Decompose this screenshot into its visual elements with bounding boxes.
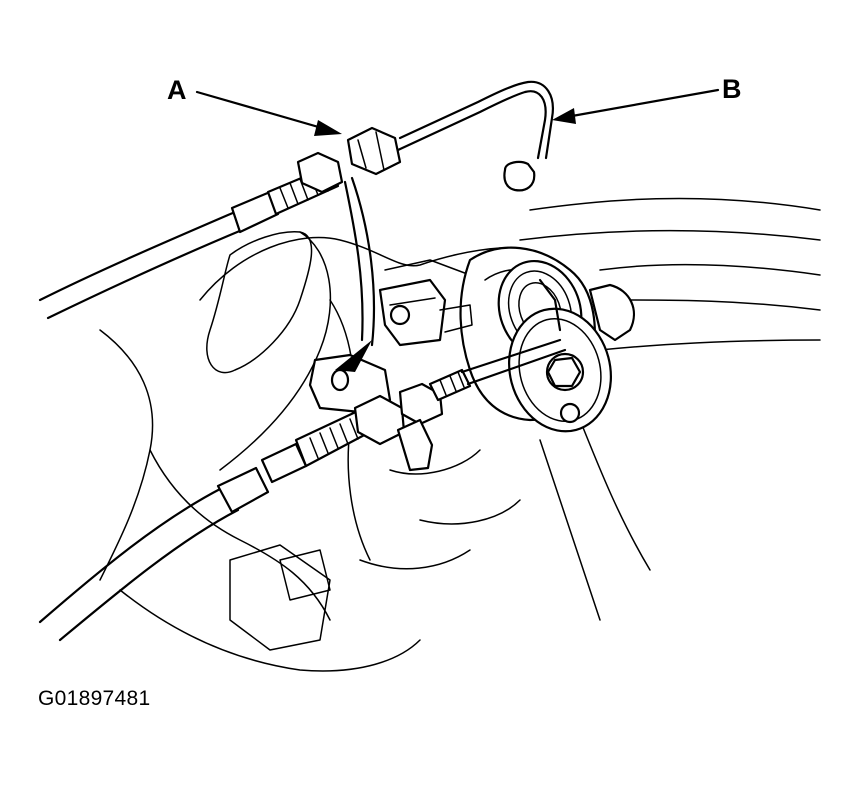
cable-end-plug: [503, 160, 536, 192]
upper-inner-wire: [396, 80, 554, 160]
callout-a-leader: [195, 90, 342, 136]
lower-cable-threaded-inner: [428, 368, 472, 402]
upper-cable-drop: [335, 176, 376, 372]
throttle-pulley: [508, 278, 612, 433]
lower-inner-wire: [460, 338, 567, 386]
adjusting-nut-lower: [353, 382, 444, 472]
upper-cable-sheath: [38, 190, 280, 320]
figure-id-label: G01897481: [38, 687, 151, 710]
intake-manifold-outline: [99, 197, 821, 672]
callout-label-b: B: [722, 74, 742, 104]
cable-bracket: [308, 278, 473, 414]
lower-cable-sheath: [38, 442, 308, 642]
callout-label-a: A: [167, 75, 187, 105]
callout-b-leader: [552, 88, 720, 124]
pulley-support: [588, 283, 635, 342]
adjusting-nut-a: [296, 126, 402, 194]
